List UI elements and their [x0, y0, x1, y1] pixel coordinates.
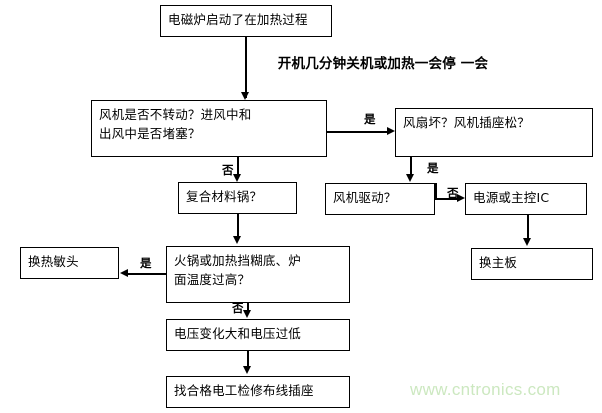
connector-fan-drive-to-power-ic — [435, 198, 459, 200]
node-electrician[interactable]: 找合格电工检修布线插座 — [166, 376, 350, 408]
node-fan-check[interactable]: 风机是否不转动？进风中和 出风中是否堵塞？ — [91, 100, 327, 157]
connector-voltage-to-electrician — [247, 351, 249, 368]
arrowhead-fan-check-to-composite-pot — [232, 174, 241, 182]
node-power-ic[interactable]: 电源或主控IC — [465, 183, 587, 215]
arrowhead-overheat-to-replace-sensor — [120, 268, 128, 277]
edge-label-yes-fan: 是 — [364, 112, 376, 126]
arrowhead-voltage-to-electrician — [242, 366, 251, 374]
edge-label-yes-overheat: 是 — [140, 256, 152, 270]
node-composite-pot[interactable]: 复合材料锅？ — [178, 182, 297, 214]
connector-composite-pot-to-overheat — [237, 214, 239, 238]
caption-symptom: 开机几分钟关机或加热一会停 一会 — [277, 56, 489, 72]
arrowhead-start-to-fan-check — [240, 92, 249, 100]
connector-fan-broken-to-fan-drive — [410, 157, 412, 177]
arrowhead-composite-pot-to-overheat — [232, 236, 241, 244]
edge-label-yes-drive: 是 — [427, 161, 439, 175]
connector-fan-check-to-fan-broken — [327, 131, 389, 133]
arrowhead-fan-broken-to-fan-drive — [405, 174, 414, 182]
connector-power-ic-to-replace-board — [527, 215, 529, 240]
connector-start-to-fan-check — [245, 37, 247, 98]
node-voltage[interactable]: 电压变化大和电压过低 — [166, 319, 350, 351]
node-replace-sensor[interactable]: 换热敏头 — [20, 247, 119, 279]
arrowhead-power-ic-to-replace-board — [522, 238, 531, 246]
node-fan-broken[interactable]: 风扇坏？风机插座松？ — [395, 108, 593, 157]
node-fan-drive[interactable]: 风机驱动？ — [325, 183, 435, 215]
connector-overheat-to-voltage — [247, 303, 249, 312]
node-overheat[interactable]: 火锅或加热挡糊底、炉 面温度过高？ — [166, 246, 350, 303]
arrowhead-fan-check-to-fan-broken — [387, 126, 395, 135]
connector-overheat-to-replace-sensor — [128, 273, 168, 275]
edge-label-no-overheat: 否 — [232, 301, 244, 315]
edge-label-no-fan: 否 — [222, 163, 234, 177]
arrowhead-fan-drive-to-power-ic — [457, 193, 465, 202]
arrowhead-overheat-to-voltage — [242, 310, 251, 318]
connector-fan-check-to-composite-pot — [237, 157, 239, 177]
node-replace-board[interactable]: 换主板 — [471, 248, 593, 280]
edge-label-no-drive: 否 — [447, 186, 459, 200]
watermark-cntronics: www.cntronics.com — [410, 380, 561, 399]
node-start[interactable]: 电磁炉启动了在加热过程 — [160, 5, 332, 37]
connector-fan-drive-elbow-vertical — [435, 183, 437, 199]
